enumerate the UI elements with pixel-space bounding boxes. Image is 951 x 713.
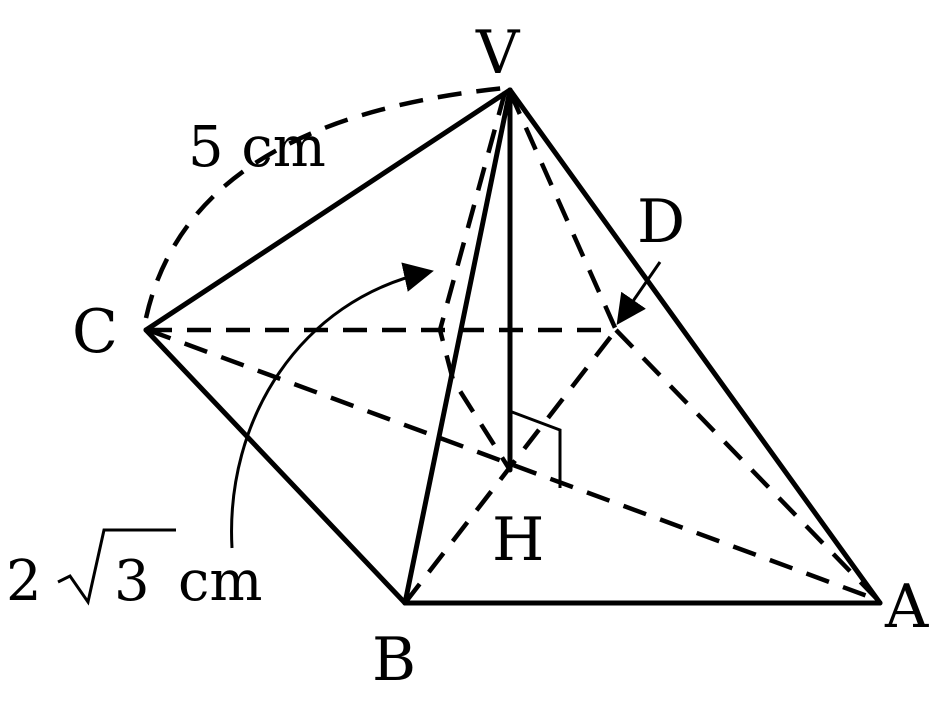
right-angle-marker <box>511 410 562 488</box>
slant-edge-label: 5 cm <box>188 115 326 180</box>
base-edge-unit: cm <box>178 549 262 614</box>
edge-vc <box>143 87 513 333</box>
edge-vb <box>402 87 513 606</box>
vertex-label-d: D <box>637 187 685 257</box>
base-edge-arrow <box>230 262 434 549</box>
sqrt-radical-sign <box>57 528 176 606</box>
cross-section-vm <box>437 91 512 472</box>
slant-measure-arc <box>143 85 506 319</box>
edge-cb <box>143 327 408 606</box>
edge-va <box>507 87 883 606</box>
vertex-label-b: B <box>372 625 416 695</box>
base-edge-da <box>614 328 880 602</box>
vertex-label-v: V <box>475 18 521 88</box>
edge-vd <box>507 91 619 331</box>
visible-edges <box>143 87 883 606</box>
base-edge-coefficient: 2 <box>6 549 42 614</box>
vertex-label-a: A <box>884 572 929 642</box>
d-label-arrow <box>616 261 662 325</box>
diagonal-ca <box>147 327 879 603</box>
vertex-label-h: H <box>492 505 544 575</box>
vertex-label-c: C <box>72 297 118 367</box>
base-edge-label: 2 3 cm <box>6 528 262 614</box>
base-edge-radicand: 3 <box>114 549 150 614</box>
